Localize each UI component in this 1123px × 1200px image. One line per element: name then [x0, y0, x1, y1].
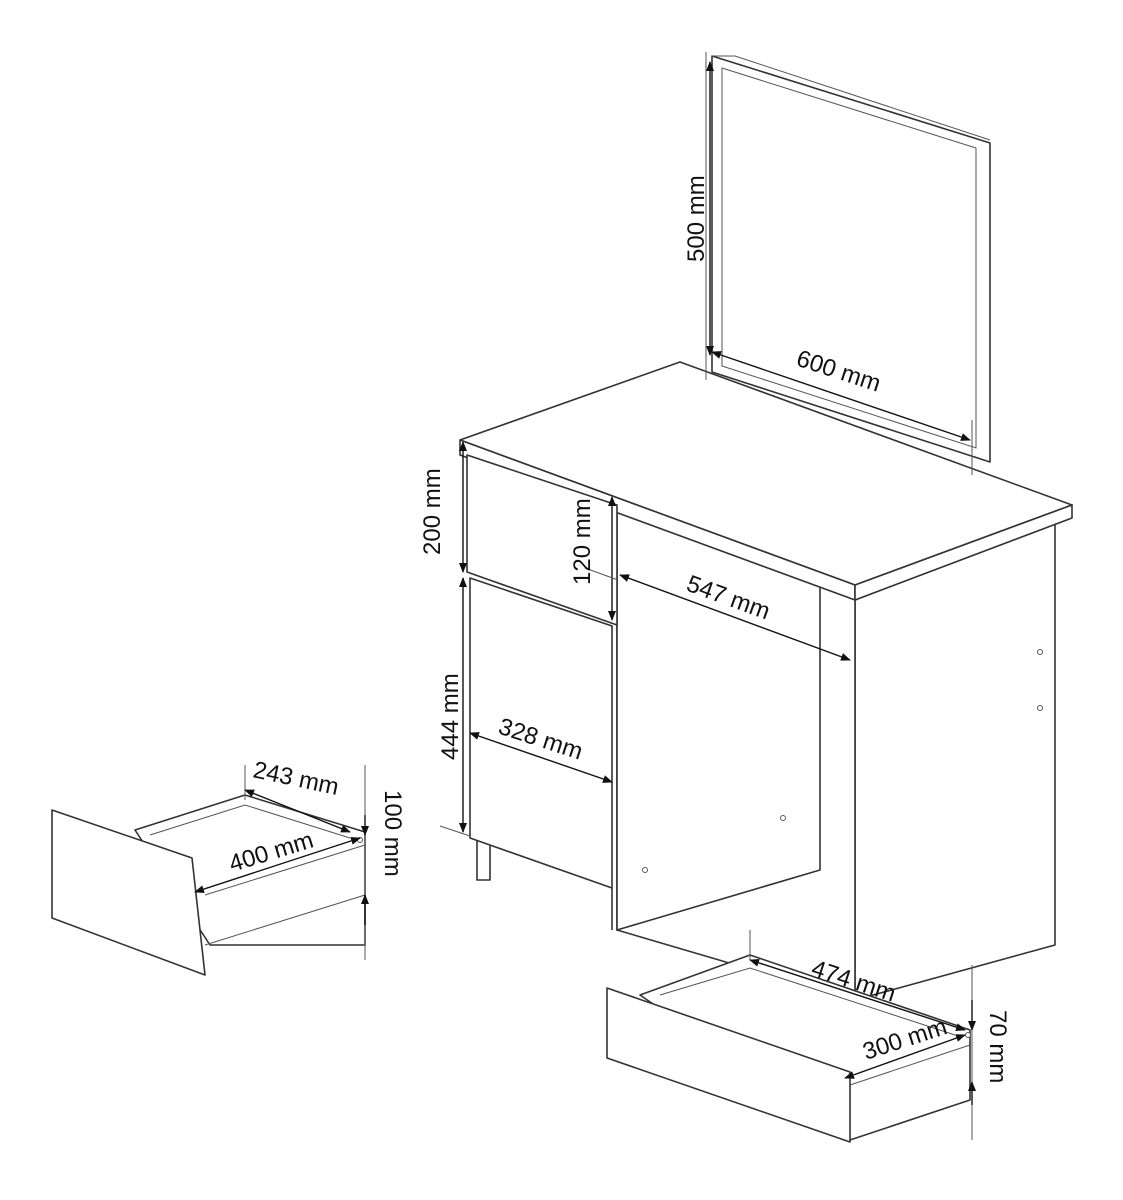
drawer-front-height-label: 120 mm	[569, 498, 596, 585]
small-drawer-depth-label: 243 mm	[251, 756, 341, 800]
small-drawer	[51, 794, 366, 976]
large-drawer-height-label: 70 mm	[984, 1010, 1011, 1083]
dimension-lines	[194, 52, 976, 1140]
top-drawer-height-label: 200 mm	[419, 468, 446, 555]
large-drawer	[606, 954, 971, 1143]
top-drawer-front	[466, 454, 618, 626]
small-drawer-height-label: 100 mm	[379, 790, 406, 877]
mirror-height-label: 500 mm	[683, 175, 710, 262]
large-drawer-front	[606, 987, 851, 1143]
door-height-label: 444 mm	[437, 673, 464, 760]
small-drawer-front	[51, 809, 206, 976]
right-side-panel	[854, 521, 1056, 1001]
